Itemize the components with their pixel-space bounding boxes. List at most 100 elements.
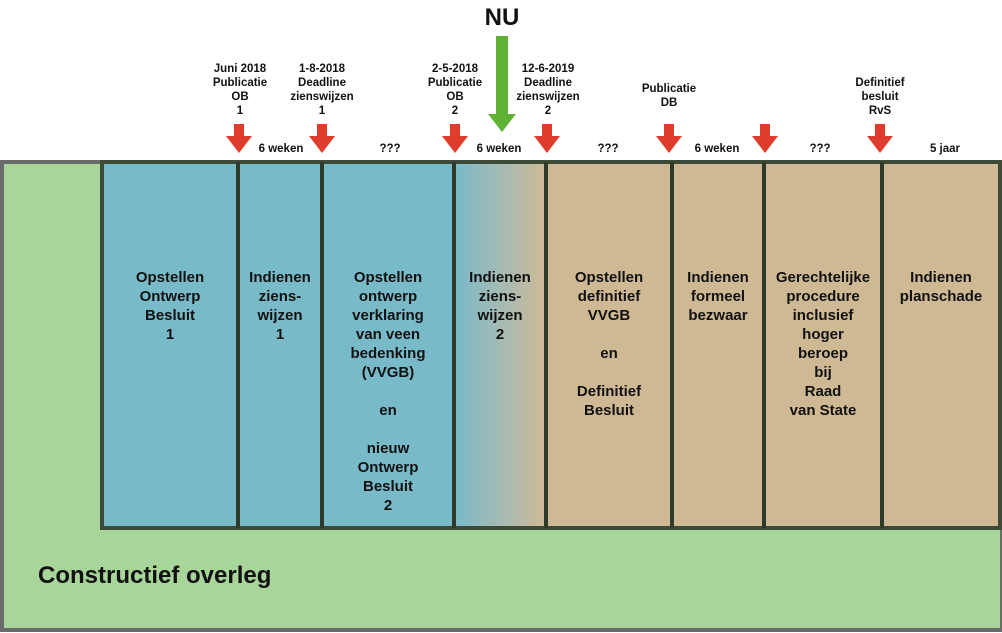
phase-line: procedure xyxy=(786,288,860,305)
interval-label-2: ??? xyxy=(379,143,401,155)
interval-label-4: ??? xyxy=(597,143,619,155)
interval-label-6: ??? xyxy=(809,143,831,155)
milestone-line: 2 xyxy=(451,105,459,117)
phase-line xyxy=(322,382,454,401)
phase-line: (VVGB) xyxy=(361,364,415,381)
milestone-arrow-5 xyxy=(656,124,682,153)
phase-line: Opstellen xyxy=(353,269,423,286)
phase-cell-8 xyxy=(882,162,1000,528)
milestone-line: Definitief xyxy=(855,77,905,89)
phase-cell-6 xyxy=(672,162,764,528)
phase-line: formeel xyxy=(690,288,746,305)
phase-area-border xyxy=(100,160,1002,530)
milestone-line: 1 xyxy=(236,105,244,117)
phase-line: Ontwerp xyxy=(139,288,201,305)
milestone-line: zienswijzen xyxy=(290,91,354,103)
milestone-arrows xyxy=(226,124,893,153)
phase-cell-5 xyxy=(546,162,672,528)
phase-line: Definitief xyxy=(576,383,642,400)
phase-line: 2 xyxy=(495,326,505,343)
phase-line: ziens- xyxy=(258,288,302,305)
milestone-arrow-6 xyxy=(752,124,778,153)
phase-line: wijzen xyxy=(477,307,523,324)
phase-line: Indienen xyxy=(687,269,749,286)
milestone-line: Juni 2018 xyxy=(213,63,267,75)
phase-line: Indienen xyxy=(469,269,531,286)
phase-line: bij xyxy=(814,364,832,381)
now-arrow xyxy=(488,36,516,132)
milestone-line: Deadline xyxy=(298,77,346,89)
milestone-line: 1 xyxy=(318,105,326,117)
phase-line: ontwerp xyxy=(358,288,418,305)
milestone-line: 2 xyxy=(544,105,552,117)
phase-label-3: Opstellen ontwerp verklaring van veen bedenk… xyxy=(322,268,454,515)
phase-cell-7 xyxy=(764,162,882,528)
milestone-line: Publicatie xyxy=(212,77,268,89)
phase-cell-4 xyxy=(454,162,546,528)
phase-line: planschade xyxy=(899,288,983,305)
phase-line: 1 xyxy=(275,326,285,343)
phase-line: inclusief xyxy=(792,307,854,324)
milestone-line: OB xyxy=(446,91,464,103)
phase-line: ziens- xyxy=(478,288,522,305)
phase-line: hoger xyxy=(802,326,844,343)
interval-label-5: 6 weken xyxy=(694,143,740,155)
phase-line: en xyxy=(379,402,397,419)
phase-cell-1 xyxy=(102,162,238,528)
phase-label-7: Gerechtelijke procedure inclusief hoger bero… xyxy=(764,268,882,420)
milestone-line: 12-6-2019 xyxy=(521,63,575,75)
phase-dividers xyxy=(236,162,884,528)
milestone-arrow-4 xyxy=(534,124,560,153)
now-label: NU xyxy=(484,4,520,31)
milestone-line: 2-5-2018 xyxy=(431,63,479,75)
phase-line: Opstellen xyxy=(135,269,205,286)
phase-line: van State xyxy=(789,402,857,419)
interval-label-7: 5 jaar xyxy=(929,143,961,155)
phase-line: bezwaar xyxy=(688,307,748,324)
phase-line: verklaring xyxy=(352,307,424,324)
phase-line: nieuw xyxy=(366,440,410,457)
milestone-line: zienswijzen xyxy=(516,91,580,103)
milestone-line: Publicatie xyxy=(427,77,483,89)
phase-line: en xyxy=(600,345,618,362)
constructive-dialogue-label: Constructief overleg xyxy=(38,562,272,589)
milestone-line: RvS xyxy=(868,105,892,117)
milestone-arrow-2 xyxy=(309,124,335,153)
milestone-line: 1-8-2018 xyxy=(298,63,346,75)
phase-line: beroep xyxy=(797,345,848,362)
phase-line: wijzen xyxy=(257,307,303,324)
phase-line: Opstellen xyxy=(574,269,644,286)
phase-line: definitief xyxy=(577,288,641,305)
phase-line: Ontwerp xyxy=(357,459,419,476)
phase-line xyxy=(546,325,672,344)
milestone-line: Deadline xyxy=(524,77,572,89)
phase-line xyxy=(546,363,672,382)
phase-line: bedenking xyxy=(350,345,426,362)
interval-label-3: 6 weken xyxy=(476,143,522,155)
phase-line: 1 xyxy=(165,326,175,343)
milestone-line: besluit xyxy=(861,91,899,103)
phase-line: 2 xyxy=(383,497,393,514)
milestone-arrow-7 xyxy=(867,124,893,153)
milestone-arrow-1 xyxy=(226,124,252,153)
phase-line: Gerechtelijke xyxy=(775,269,871,286)
phase-line: VVGB xyxy=(587,307,631,324)
milestone-arrow-3 xyxy=(442,124,468,153)
phase-line: van veen xyxy=(355,326,421,343)
phase-cell-3 xyxy=(322,162,454,528)
phase-line xyxy=(322,420,454,439)
phase-cell-2 xyxy=(238,162,322,528)
phase-line: Indienen xyxy=(910,269,972,286)
phase-line: Raad xyxy=(804,383,842,400)
